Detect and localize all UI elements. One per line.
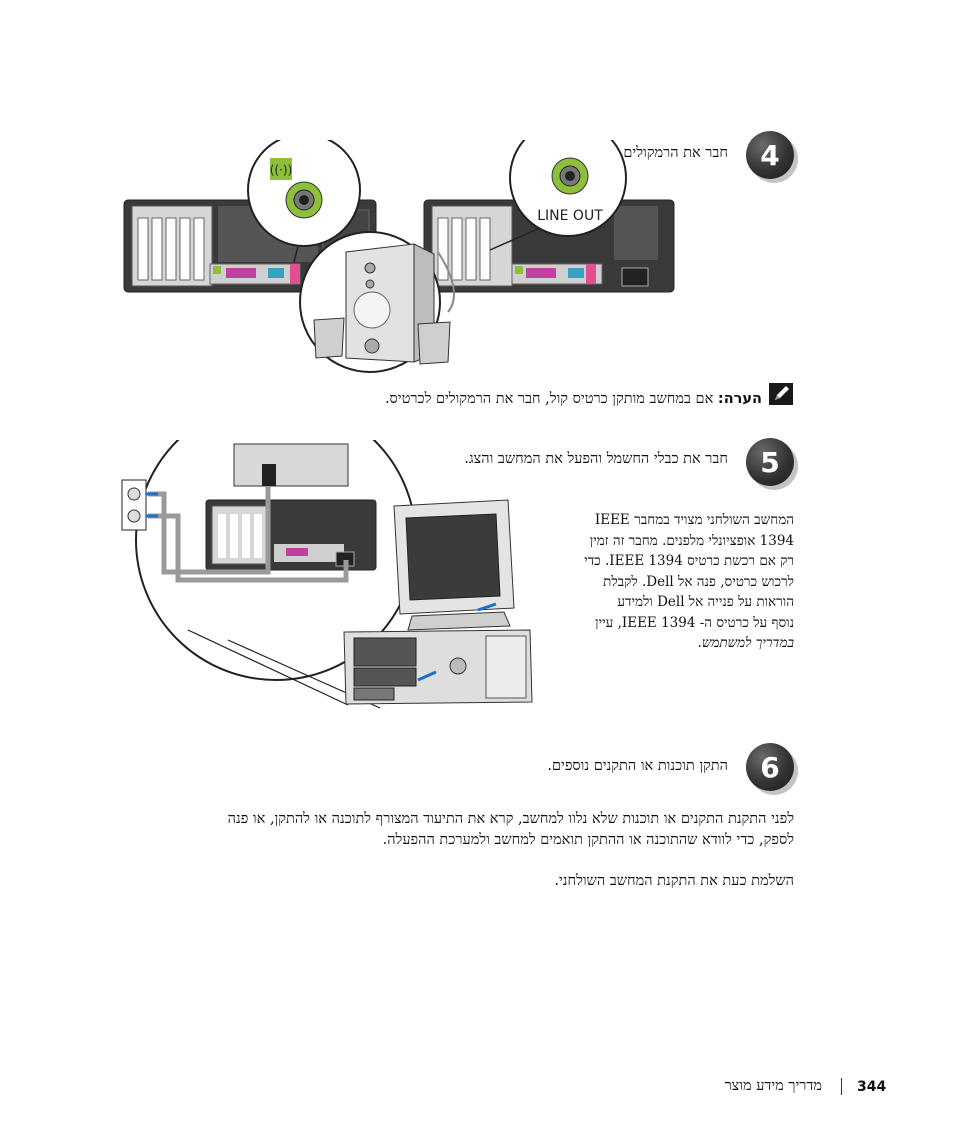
line-out-label: LINE OUT — [537, 208, 603, 224]
ieee-note: המחשב השולחני מצויד במחבר IEEE 1394 אופצ… — [494, 510, 794, 654]
ieee-line: נוסף על כרטיס ה- IEEE 1394, עיין — [595, 614, 794, 631]
desktop-tower — [343, 629, 533, 705]
note-text: אם במחשב מותקן כרטיס קול, חבר את הרמקולי… — [384, 391, 714, 407]
step-5-text: חבר את כבלי החשמל והפעל את המחשב והצג. — [464, 451, 728, 467]
footer-title: מדריך מידע מוצר — [724, 1078, 822, 1094]
arrow-icon — [417, 670, 437, 682]
speaker-set — [313, 243, 455, 365]
computer-back-right — [423, 199, 675, 293]
audio-out-icon — [270, 158, 292, 180]
step-4-badge: 4 — [746, 131, 794, 179]
ieee-line: במדריך למשתמש. — [697, 635, 794, 651]
step-6-badge: 6 — [746, 743, 794, 791]
power-connection-illustration — [121, 440, 533, 709]
note: הערה: אם במחשב מותקן כרטיס קול, חבר את ה… — [202, 389, 762, 409]
note-icon — [769, 383, 793, 405]
footer-divider — [841, 1078, 842, 1095]
step-5-badge: 5 — [746, 438, 794, 486]
svg-text:((·)): ((·)) — [270, 163, 293, 177]
ieee-line: הוראות על פנייה אל Dell ולמידע — [617, 594, 794, 610]
paragraph-line: לספק, כדי לוודא שהתוכנה או ההתקן תואמים … — [382, 832, 794, 848]
paragraph-line: לפני התקנת התקנים או תוכנות שלא נלוו למח… — [227, 811, 794, 827]
speaker-connection-illustration: ((·)) LINE OUT — [123, 140, 675, 373]
ieee-line: 1394 אופציונלי מלפנים. מחבר זה זמין — [589, 532, 794, 549]
arrow-icon — [477, 602, 497, 612]
step-4-text: חבר את הרמקולים. — [618, 145, 728, 161]
ieee-line: רק אם רכשת כרטיס IEEE 1394. כדי — [584, 553, 794, 569]
step-6-text: התקן תוכנות או התקנים נוספים. — [547, 758, 728, 774]
closing-text: השלמת כעת את התקנת המחשב השולחני. — [554, 873, 794, 889]
ieee-line: לרכוש כרטיס, פנה אל Dell. לקבלת — [603, 573, 794, 590]
page-number: 344 — [857, 1079, 887, 1095]
software-paragraph: לפני התקנת התקנים או תוכנות שלא נלוו למח… — [114, 809, 794, 851]
monitor — [393, 499, 515, 631]
note-label: הערה: — [717, 391, 762, 407]
ieee-line: המחשב השולחני מצויד במחבר IEEE — [594, 512, 794, 528]
